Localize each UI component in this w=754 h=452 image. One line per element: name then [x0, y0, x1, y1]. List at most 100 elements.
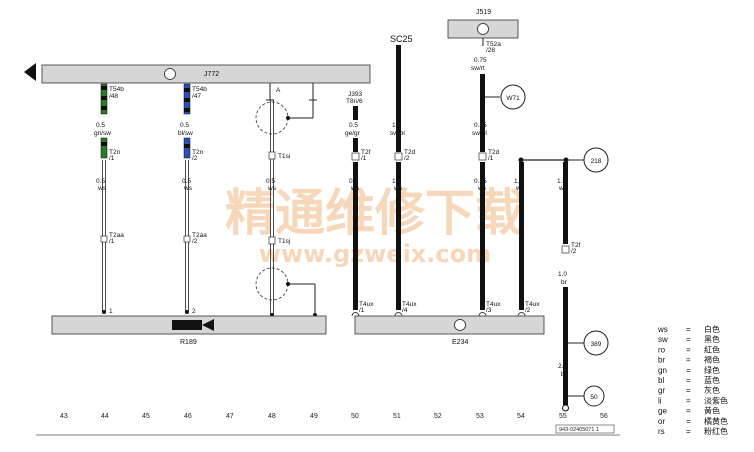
column-number: 56 — [600, 413, 608, 420]
connector-box — [183, 235, 191, 243]
j393-pin: T8n/6 — [346, 98, 363, 105]
connector-label: T4ux — [486, 301, 501, 308]
legend-color-name: 褐色 — [704, 355, 720, 365]
junction-dot — [480, 94, 485, 100]
ref-389-label: 389 — [591, 341, 602, 348]
legend-code: gn — [658, 366, 667, 375]
wire-color: ws — [97, 185, 107, 192]
wire-top — [396, 45, 401, 152]
legend-equals: = — [686, 386, 691, 395]
legend-equals: = — [686, 427, 691, 436]
connector-pin: /2 — [571, 248, 577, 255]
legend-color-name: 紅色 — [704, 344, 720, 354]
wire-size: 0.5 — [182, 178, 191, 185]
wire-stripe — [184, 144, 190, 148]
wire-color: ws — [558, 185, 568, 192]
legend-equals: = — [686, 356, 691, 365]
legend-color-name: 灰色 — [704, 385, 720, 395]
wire-column-46: T54b /47 0.5 bl/sw T2n /2 0.5 ws T2aa /2… — [178, 83, 207, 315]
legend-code: sw — [658, 335, 668, 344]
wire-color: ws — [183, 185, 193, 192]
wire-column-53: T52a /28 0.75 sw/rt W71 0.35 sw/bl T2d /… — [471, 38, 526, 317]
wire-lower — [480, 162, 485, 310]
wire-stripe — [101, 96, 107, 100]
j393-label: J393 — [348, 91, 362, 98]
connector-arc — [351, 312, 360, 317]
legend-code: rs — [658, 427, 665, 436]
junction-dot — [563, 340, 568, 346]
column-number: 44 — [101, 413, 109, 420]
legend-code: ge — [658, 407, 667, 416]
j519-ecu-symbol — [477, 23, 489, 35]
connector-label: T2d — [404, 149, 416, 156]
connector-pin: /2 — [404, 155, 410, 162]
connector-label: T4ux — [359, 301, 374, 308]
connector-pin: /4 — [402, 307, 408, 314]
pin-number: 2 — [192, 308, 196, 315]
wire-top — [480, 74, 485, 152]
column-number: 51 — [393, 413, 401, 420]
ref-218 — [583, 147, 609, 173]
column-number: 49 — [310, 413, 318, 420]
connector-pin: /2 — [192, 238, 198, 245]
wire-stripe — [184, 98, 190, 102]
connector-arc — [517, 312, 526, 317]
legend-color-name: 蓝色 — [704, 375, 720, 385]
wire-color: sw/rt — [471, 65, 485, 72]
watermark-url: www.gzweix.com — [259, 240, 491, 268]
wire-top — [353, 106, 358, 120]
watermark: 精通维修下载 www.gzweix.com — [225, 184, 525, 268]
connector-box — [268, 236, 276, 245]
column-number: 47 — [226, 413, 234, 420]
connector-label: T2f — [571, 242, 581, 249]
wire-green-black-mid — [100, 137, 108, 159]
ref-50-label: 50 — [590, 394, 598, 401]
connector-pin: /2 — [525, 307, 531, 314]
wire-stripe — [184, 108, 190, 112]
wire-color: sw/bl — [390, 130, 405, 137]
wire-size: 0.5 — [96, 178, 105, 185]
connector-t52a-label: T52a — [486, 41, 501, 48]
connector-t54b-pin: /47 — [192, 93, 201, 100]
connector-label: T2aa — [192, 232, 207, 239]
legend-color-name: 绿色 — [704, 365, 720, 375]
connector-pin: /1 — [361, 155, 367, 162]
column-number: 52 — [434, 413, 442, 420]
pin-dot — [102, 310, 106, 314]
legend-equals: = — [686, 366, 691, 375]
wire-stripe — [184, 88, 190, 92]
color-legend: ws=白色sw=黑色ro=紅色br=褐色gn=绿色bl=蓝色gr=灰色li=淡紫… — [657, 324, 728, 436]
diagram-id: 943-02405071 1 — [559, 427, 599, 433]
pin-number: 1 — [109, 308, 113, 315]
connector-arc — [394, 312, 403, 317]
wire-column-48: A T1si 0.5 ws T1sj — [255, 83, 317, 317]
legend-equals: = — [686, 396, 691, 405]
wire-size: 0.5 — [96, 122, 105, 129]
j772-control-unit — [41, 64, 371, 84]
connector-pin: /1 — [359, 307, 365, 314]
connector-box — [100, 235, 108, 243]
connector-t52a-pin: /28 — [486, 47, 495, 54]
connector-pin: /2 — [192, 155, 198, 162]
connector-pin: /1 — [109, 155, 115, 162]
connector-label: T2n — [192, 149, 204, 156]
wire-size: 1.0 — [392, 122, 401, 129]
column-number: 54 — [517, 413, 525, 420]
diagram-id-box — [555, 424, 615, 434]
connector-t54b-label: T54b — [109, 86, 124, 93]
column-number: 48 — [268, 413, 276, 420]
legend-color-name: 粉红色 — [704, 426, 728, 436]
connector-box — [561, 245, 570, 254]
wire-lower — [396, 162, 401, 310]
column-number: 45 — [142, 413, 150, 420]
connector-label: T2f — [361, 149, 371, 156]
connector-arc — [478, 312, 487, 317]
wire-column-54-55: 218 1.0 ws T4ux /2 1.5 ws T2f /2 1.0 br … — [514, 147, 609, 412]
wire-column-44: T54b /48 0.5 gn/sw T2n /1 0.5 ws T2aa /1… — [94, 83, 124, 315]
wire-ground — [563, 162, 568, 244]
wire-column-50: J393 T8n/6 0.5 ge/gr T2f /1 0.5 ws T4ux … — [345, 91, 374, 317]
wire-size: 1.5 — [557, 178, 566, 185]
connector-box — [268, 151, 276, 160]
